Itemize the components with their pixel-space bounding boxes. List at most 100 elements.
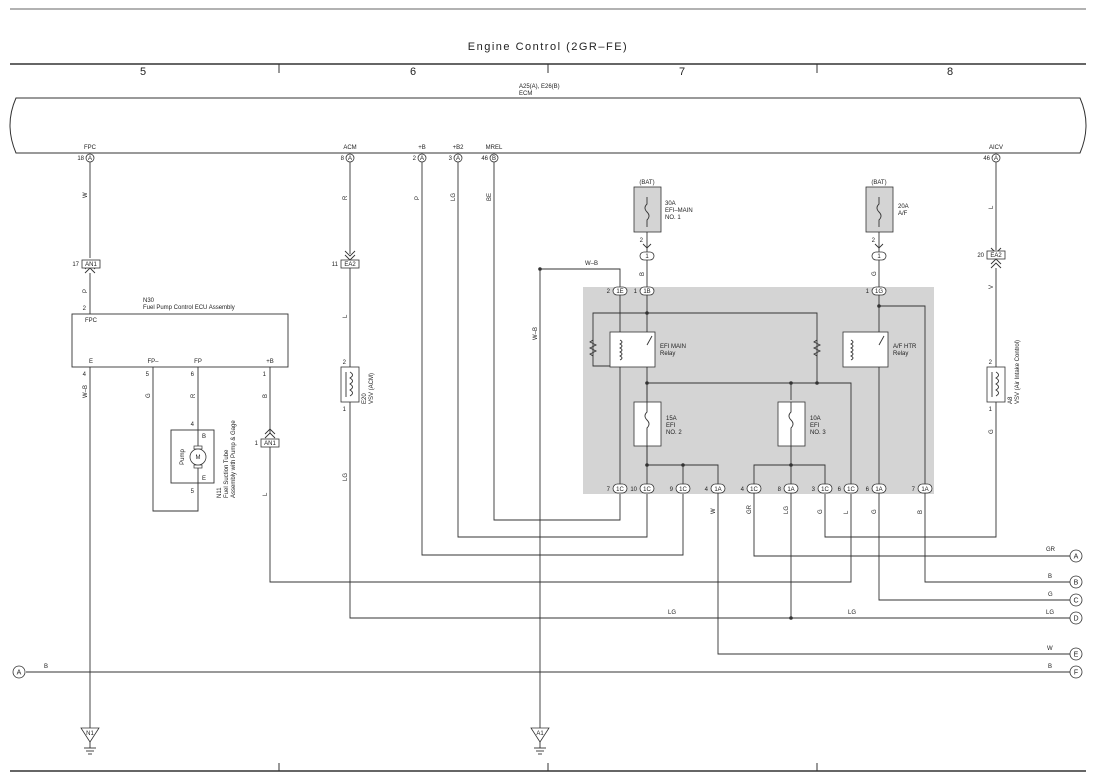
pump-pin-number: 5 (191, 489, 195, 495)
ecm-pin-name: ACM (343, 145, 356, 151)
relay-name: EFI MAIN (660, 344, 686, 350)
bottom-connector-shell (639, 483, 655, 494)
connector-arrow (990, 258, 1002, 269)
ecm-pin-connector-letter: A (348, 156, 352, 162)
fuse-link-icon (788, 402, 794, 446)
bottom-connector-id: 1A (921, 487, 928, 493)
bottom-connector-id: 1C (847, 487, 855, 493)
ecm-label: ECM (519, 91, 532, 97)
wire-junction (645, 381, 649, 385)
offpage-connector-f: F B (1048, 664, 1083, 679)
ecm-pin-name: MREL (486, 145, 503, 151)
relay-coil-icon (849, 339, 854, 361)
wire-color-label: LG (343, 473, 349, 481)
wire-color-label: W (711, 508, 717, 514)
bottom-connector-id: 1A (787, 487, 794, 493)
bottom-connector-id: 1C (643, 487, 651, 493)
wire-junction (815, 381, 819, 385)
bottom-connector-pin: 7 (912, 487, 916, 493)
ecm-pin-connector-letter: B (492, 156, 496, 162)
ecm-reference: A25(A), E26(B) (519, 84, 560, 90)
pump-label: Pump (180, 449, 186, 465)
offpage-connector-id: A (17, 670, 22, 677)
relay-box-connector-id: 1B (643, 289, 650, 295)
bottom-connector-pin: 3 (812, 487, 816, 493)
n30-pin-number: 1 (263, 372, 267, 378)
bottom-connector-id: 1C (616, 487, 624, 493)
column-number: 6 (410, 66, 416, 78)
pump-pin-number: 4 (191, 422, 195, 428)
ecm-pin-connector-letter: A (994, 156, 998, 162)
relay-box-bottom-connector: 10 1C (630, 483, 655, 494)
wire-w-b (539, 268, 621, 728)
bottom-connector-id: 1A (875, 487, 882, 493)
relay-af-htr (842, 331, 889, 368)
ecm-pin-number: 46 (983, 156, 990, 162)
fuse-name: EFI (666, 423, 676, 429)
offpage-connector-c: C G (1048, 592, 1083, 607)
wire-vsv-aic-g (824, 402, 997, 538)
offpage-wire-color: B (44, 664, 48, 670)
fuse-link-icon (876, 197, 882, 227)
connector-pin: 17 (72, 262, 79, 268)
wire-color-label: B (640, 272, 646, 276)
motor-label: M (196, 455, 201, 461)
bottom-connector-id: 1C (821, 487, 829, 493)
inline-connector-pin: 1 (877, 254, 881, 260)
wire-color-label: P (83, 289, 89, 293)
resistor-icon (588, 339, 598, 357)
offpage-connector-circle (12, 665, 26, 679)
bottom-connector-pin: 6 (838, 487, 842, 493)
n30-terminal: E (89, 359, 93, 365)
offpage-connector-circle (1069, 549, 1083, 563)
wire-color-label: G (818, 509, 824, 514)
offpage-connector-id: C (1073, 598, 1078, 605)
vsv-pin: 1 (989, 407, 993, 413)
vsv-pin: 2 (989, 360, 993, 366)
vsv-ref: E20 (362, 393, 368, 404)
fuse-efi-no2 (633, 401, 662, 447)
wire-vsv-acm-lg (349, 402, 1070, 619)
relay-name: A/F HTR (893, 344, 917, 350)
offpage-connector-id: F (1074, 670, 1078, 677)
connector-id: AN1 (85, 262, 97, 268)
bottom-connector-shell (612, 483, 628, 494)
ecm-pin-number: 18 (77, 156, 84, 162)
relay-name-line2: Relay (660, 351, 675, 357)
n30-pin-number: 5 (146, 372, 150, 378)
fuse-name: A/F (898, 211, 908, 217)
vsv-name: VSV (ACM) (369, 373, 375, 404)
fuse-rating: 20A (898, 204, 909, 210)
wire-plus-b2 (457, 162, 648, 538)
relay-box-wire (592, 312, 647, 367)
connector-id: AN1 (264, 441, 276, 447)
ecm-pin-name: FPC (84, 145, 97, 151)
n30-terminal: FP (194, 359, 202, 365)
n30-pin-number: 4 (83, 372, 87, 378)
n30-pin-number: 2 (83, 306, 87, 312)
wire-color-label: B (918, 510, 924, 514)
bottom-connector-pin: 7 (607, 487, 611, 493)
n30-pin-number: 6 (191, 372, 195, 378)
pump-name: Fuel Suction Tube (224, 449, 230, 498)
relay-box-wire (753, 446, 826, 484)
offpage-connector-id: A (1074, 554, 1079, 561)
ecm-pin-number: 46 (481, 156, 488, 162)
ground-triangle (80, 727, 100, 743)
fuse-rating: 30A (665, 201, 676, 207)
wire-to-e (717, 493, 1070, 655)
connector-id: EA2 (990, 253, 1002, 259)
pump-terminal: E (202, 476, 206, 482)
column-number: 7 (679, 66, 685, 78)
fuse-name-line2: NO. 3 (810, 430, 826, 436)
wire-to-c (878, 493, 1070, 601)
offpage-connector-circle (1069, 611, 1083, 625)
connector-an1-top (81, 259, 101, 269)
n30-name: Fuel Pump Control ECU Assembly (143, 305, 235, 311)
bottom-connector-shell (817, 483, 833, 494)
wire-color-label: W–B (585, 261, 598, 267)
fuse-efi-no3 (777, 401, 806, 447)
vsv-pin: 2 (343, 360, 347, 366)
relay-box-wire (647, 382, 852, 484)
